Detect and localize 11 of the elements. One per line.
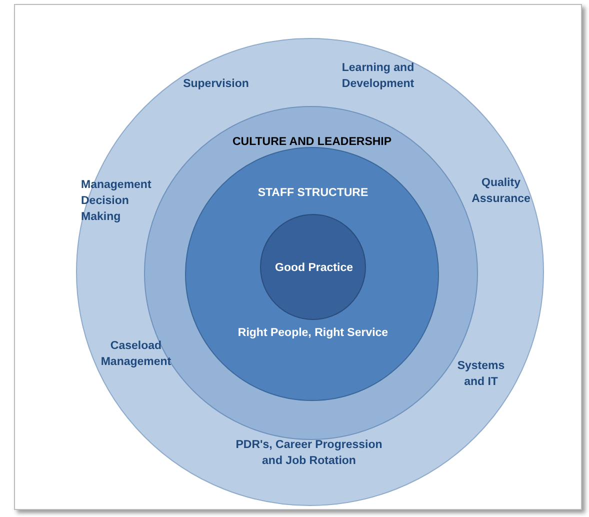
ring-label: Supervision <box>182 77 250 92</box>
ring-label: Management Decision Making <box>81 178 152 225</box>
ring-label: Right People, Right Service <box>236 326 390 341</box>
ring-label: Learning and Development <box>340 61 416 92</box>
ring-label: PDR's, Career Progression and Job Rotation <box>234 438 384 469</box>
ring-label: Caseload Management <box>100 339 172 370</box>
ring-label: Quality Assurance <box>470 176 532 207</box>
ring-label: CULTURE AND LEADERSHIP <box>231 135 393 150</box>
ring-label: STAFF STRUCTURE <box>256 186 370 201</box>
ring-label: Systems and IT <box>456 359 506 390</box>
ring-label: Good Practice <box>274 261 354 276</box>
